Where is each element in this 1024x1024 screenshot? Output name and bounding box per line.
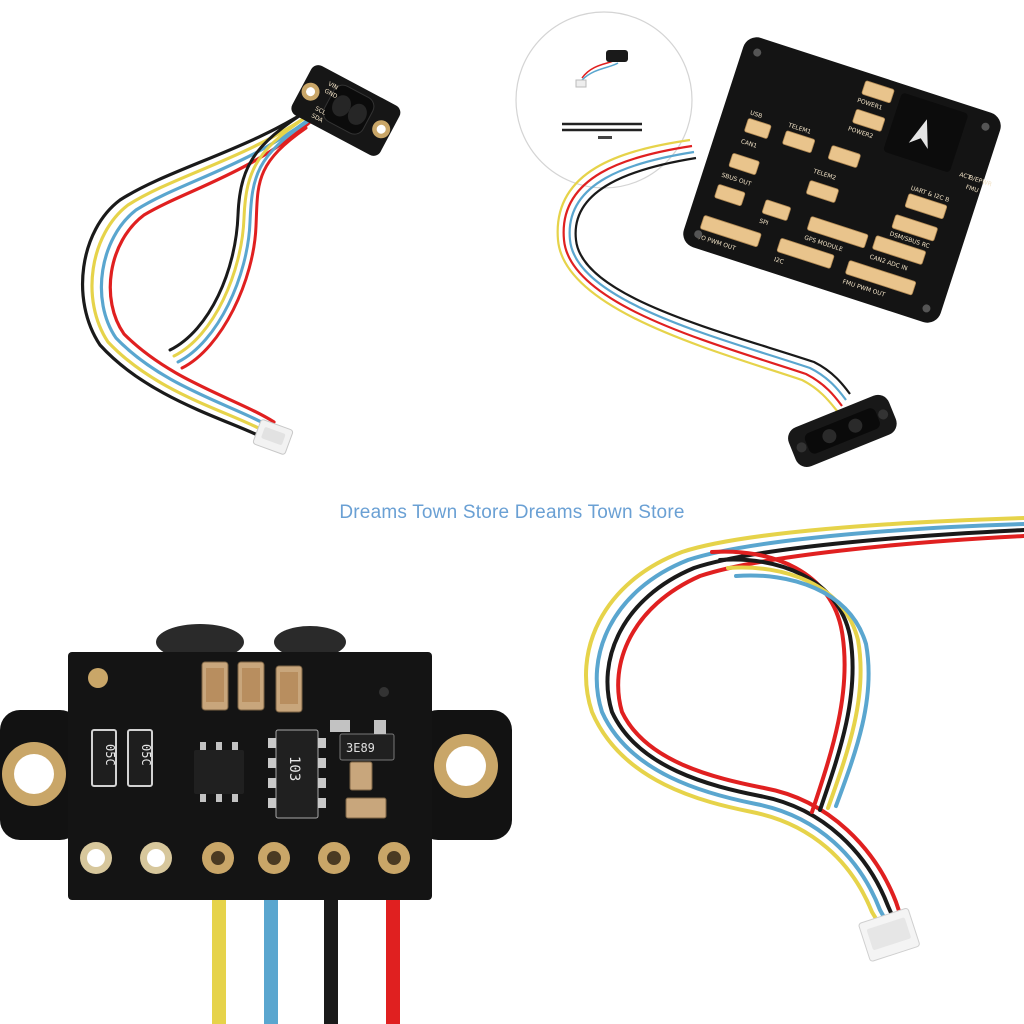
cable-loop	[81, 102, 320, 442]
resistor-marking-right: 05C	[139, 744, 153, 766]
tof-sensor-housing	[788, 394, 897, 468]
cable-wires	[584, 516, 1024, 934]
sensor-cable-illustration: VIN GND SCL SDA	[81, 65, 401, 455]
photo-cable-loop	[512, 512, 1024, 1024]
capacitors	[201, 661, 303, 713]
jst-connector	[252, 419, 294, 455]
arrow-icon	[908, 119, 928, 149]
photo-sensor-with-cable: VIN GND SCL SDA	[0, 0, 512, 500]
flight-controller-board: POWER1 POWER2 USB TELEM1 CAN1 TELEM2 UAR…	[683, 37, 1001, 323]
controller-cable	[556, 138, 851, 413]
led-label-pwr: PWR	[977, 177, 992, 188]
port-usb: USB	[749, 110, 763, 120]
resistors: 05C 05C	[91, 729, 153, 787]
pcb-illustration: 05C 05C 103 3E89	[0, 624, 512, 1024]
sensor-board: VIN GND SCL SDA	[291, 65, 401, 156]
store-watermark: Dreams Town Store Dreams Town Store	[339, 502, 685, 523]
accessory-inset	[515, 11, 693, 189]
led-label-fmu: FMU	[965, 184, 980, 195]
pin-label-vin: VIN	[327, 81, 339, 92]
resistor-marking-left: 05C	[103, 744, 117, 766]
jst-connector-white	[858, 907, 920, 962]
flight-controller-illustration: POWER1 POWER2 USB TELEM1 CAN1 TELEM2 UAR…	[515, 11, 1001, 468]
resistor-array: 103	[268, 729, 326, 819]
pcb-pin-pads	[80, 842, 410, 874]
led-label-b-e: B/E	[968, 174, 980, 184]
port-spi: SPI	[758, 218, 769, 228]
photo-flight-controller: POWER1 POWER2 USB TELEM1 CAN1 TELEM2 UAR…	[512, 0, 1024, 500]
port-can1: CAN1	[740, 138, 758, 150]
photo-pcb-closeup: 05C 05C 103 3E89	[0, 512, 512, 1024]
transistor-marking: 3E89	[346, 741, 375, 755]
cable-loop-illustration	[584, 516, 1024, 962]
port-i2c: I2C	[773, 256, 784, 266]
pcb-board	[68, 652, 432, 900]
pin-label-scl: SCL	[314, 105, 328, 117]
pcb-wires	[212, 892, 400, 1024]
led-label-act: ACT	[958, 171, 972, 181]
ic-chip	[194, 742, 244, 802]
resistor-array-marking: 103	[286, 756, 302, 781]
transistor: 3E89	[330, 720, 395, 761]
